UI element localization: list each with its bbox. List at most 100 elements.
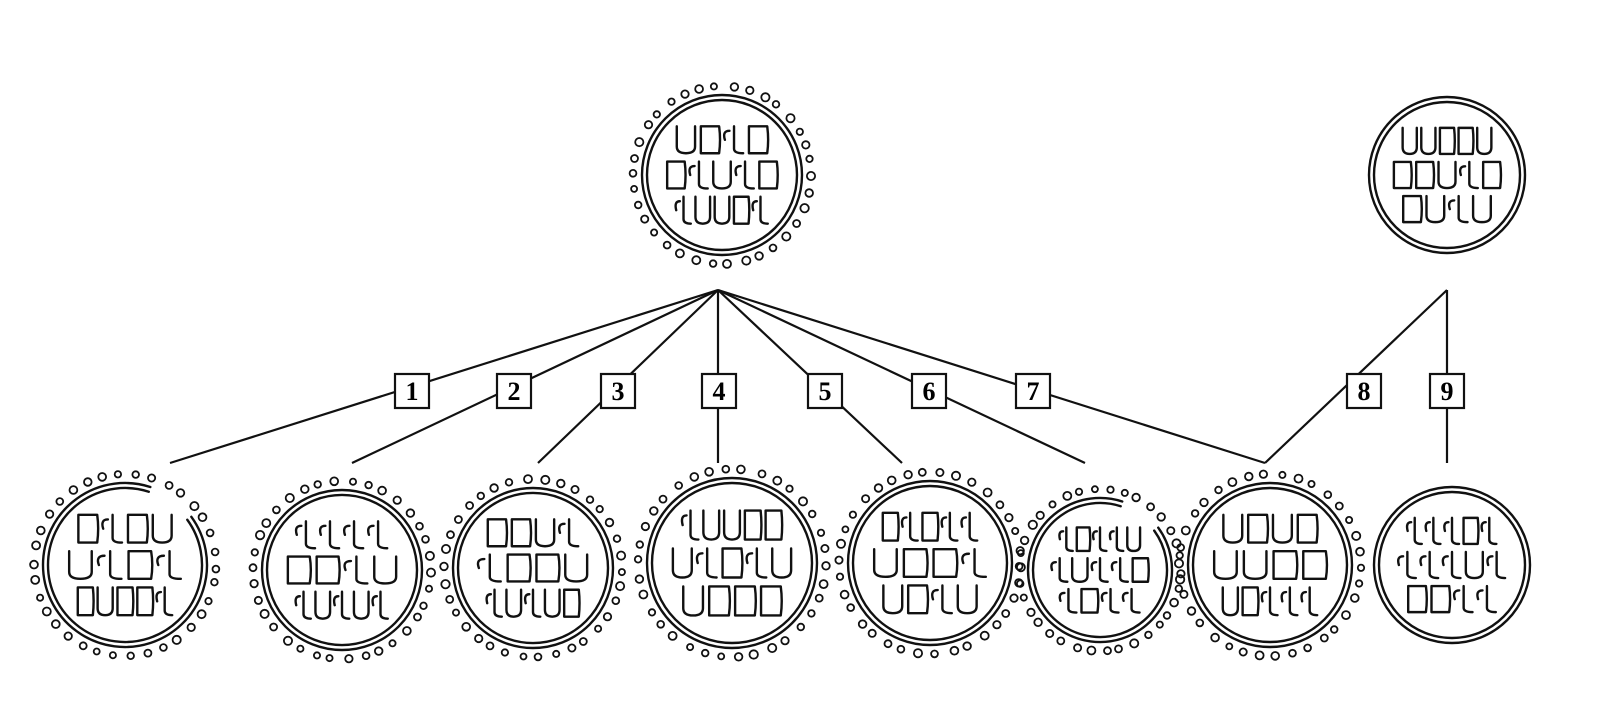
coin-5-icon <box>834 467 1026 659</box>
coin-border-dot <box>31 540 41 551</box>
inscription-stroke <box>688 160 709 190</box>
coin-border-dot <box>250 548 259 557</box>
inscription-stroke <box>665 160 687 190</box>
coin-rim <box>645 98 799 252</box>
inscription-stroke <box>562 588 581 618</box>
coin-border-dot <box>68 485 79 495</box>
inscription-stroke <box>1437 160 1457 190</box>
inscription-stroke <box>921 511 940 542</box>
coin-border-dot <box>754 251 764 261</box>
label-box-6: 6 <box>910 372 948 410</box>
inscription-stroke <box>116 586 135 617</box>
coin-border-dot <box>709 82 718 91</box>
coin-border-dot <box>722 258 732 269</box>
coin-border-dot <box>186 622 196 633</box>
inscription-stroke <box>882 584 904 615</box>
inscription-stroke <box>695 547 718 579</box>
coin-border-dot <box>701 648 710 658</box>
inscription-stroke <box>932 547 959 579</box>
label-box-4: 4 <box>700 372 738 410</box>
coin-border-dot <box>1334 501 1344 511</box>
inscription-stroke <box>318 520 341 550</box>
coin-border-dot <box>1176 543 1185 552</box>
coin-border-dot <box>1004 512 1014 523</box>
inscription-stroke <box>1110 557 1130 583</box>
coin-border-dot <box>1129 638 1140 649</box>
inscription-stroke <box>940 511 959 542</box>
coin-border-dot <box>126 651 135 660</box>
coin-border-dot <box>92 647 101 656</box>
coin-border-dot <box>1214 485 1223 495</box>
coin-rim <box>265 493 419 647</box>
inscription-stroke <box>751 195 769 225</box>
coin-border-dot <box>578 637 588 646</box>
coin-border-dot <box>1009 593 1019 603</box>
coin-border-dot <box>364 480 373 490</box>
coin-border-dot <box>419 601 428 610</box>
coin-border-dot <box>616 550 627 561</box>
coin-border-dot <box>83 477 93 487</box>
coin-border-dot <box>540 474 551 485</box>
coin-border-dot <box>29 559 39 570</box>
inscription-stroke <box>315 555 341 585</box>
inscription-stroke <box>722 125 745 155</box>
inscription-stroke <box>1392 160 1413 190</box>
coin-border-dot <box>680 89 690 99</box>
coin-border-dot <box>1175 574 1186 585</box>
coin-border-dot <box>736 464 746 475</box>
coin-border-dot <box>585 495 595 504</box>
inscription-stroke <box>1260 586 1279 617</box>
inscription-stroke <box>101 513 124 544</box>
inscription-stroke <box>732 195 751 225</box>
inscription-stroke <box>960 511 979 542</box>
inscription-stroke <box>1222 513 1244 544</box>
coin-border-dot <box>757 469 767 479</box>
inscription-stroke <box>476 553 502 583</box>
inscription-stroke <box>127 549 154 581</box>
inscription-stroke <box>1476 126 1493 156</box>
coin-border-dot <box>781 231 792 242</box>
coin-border-dot <box>108 651 117 660</box>
label-2: 2 <box>508 377 521 406</box>
coin-border-dot <box>949 645 960 656</box>
coin-border-dot <box>388 639 397 648</box>
inscription-stroke <box>1396 550 1418 580</box>
coin-border-dot <box>982 487 993 498</box>
coin-border-dot <box>1355 579 1364 588</box>
coin-border-dot <box>1166 526 1176 536</box>
label-box-5: 5 <box>806 372 844 410</box>
coin-border-dot <box>1062 490 1073 501</box>
inscription-stroke <box>151 513 173 544</box>
coin-border-dot <box>771 100 781 109</box>
coin-border-dot <box>841 525 850 534</box>
coin-border-dot <box>979 630 990 641</box>
inscription-stroke <box>155 586 174 617</box>
coin-border-dot <box>1225 642 1234 651</box>
coin-rim <box>1026 496 1174 644</box>
inscription-stroke <box>557 518 580 548</box>
coin-border-dot <box>1015 546 1025 556</box>
coin-border-dot <box>552 649 561 658</box>
coin-border-dot <box>686 643 695 652</box>
coin-border-dot <box>1156 512 1166 522</box>
inscription-stroke <box>373 555 398 585</box>
coin-border-dot <box>675 248 685 259</box>
coin-border-dot <box>296 644 305 653</box>
coin-border-dot <box>402 626 412 636</box>
coin-border-dot <box>440 579 451 590</box>
inscription-stroke <box>371 590 389 620</box>
coin-border-dot <box>361 651 371 660</box>
coin-border-dot <box>995 500 1005 510</box>
coin-border-dot <box>962 641 972 651</box>
inscription-stroke <box>931 584 954 615</box>
coin-border-dot <box>917 467 927 477</box>
inscription-stroke <box>900 511 919 542</box>
coin-border-dot <box>741 255 752 266</box>
coin-border-dot <box>662 240 672 250</box>
coin-border-dot <box>440 544 451 555</box>
coin-border-dot <box>1144 630 1153 640</box>
coin-border-dot <box>808 509 817 519</box>
inscription-stroke <box>1280 586 1299 617</box>
inscription-stroke <box>1441 550 1462 580</box>
coin-border-dot <box>767 643 778 654</box>
